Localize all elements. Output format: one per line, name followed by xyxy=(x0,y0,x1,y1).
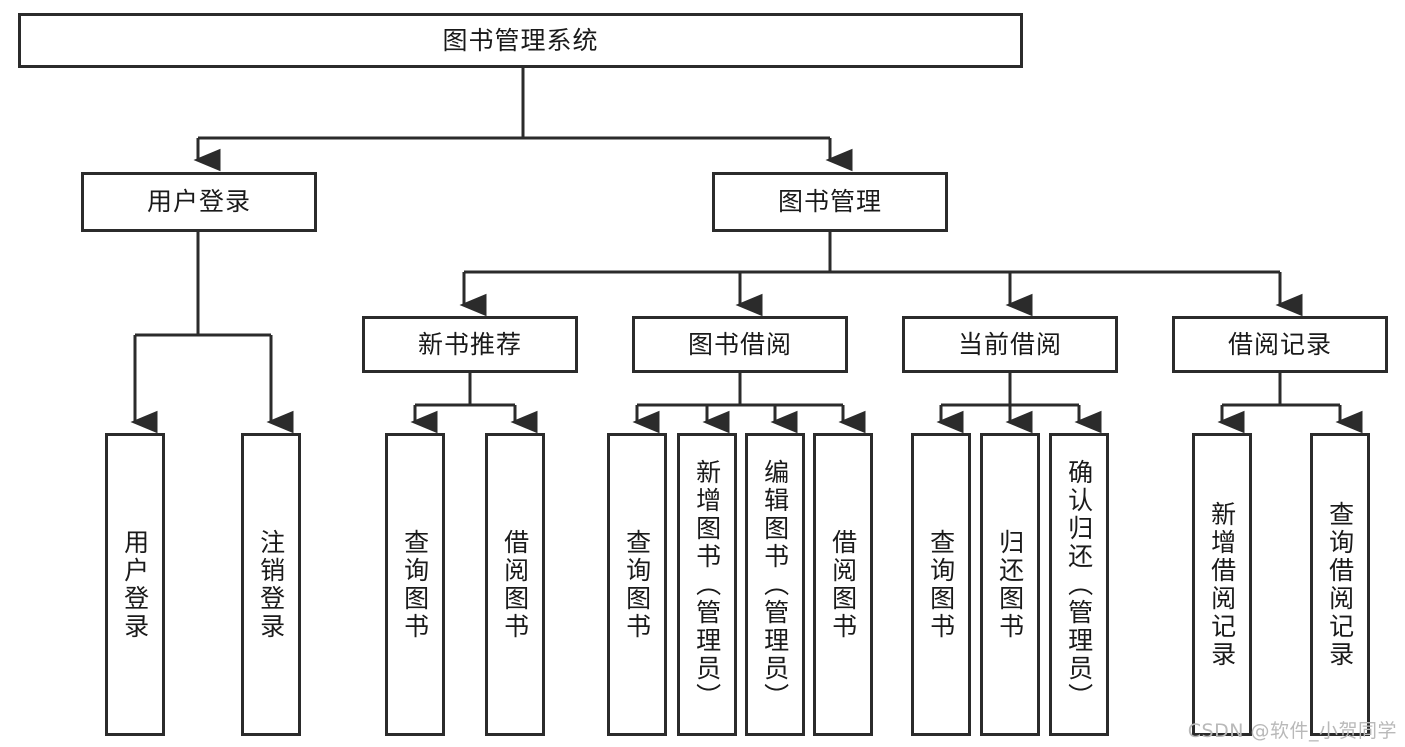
node-root[interactable]: 图书管理系统 xyxy=(18,13,1023,68)
watermark: CSDN @软件_小贺同学 xyxy=(1187,720,1397,742)
node-leaf-query-book-1[interactable]: 查询图书 xyxy=(385,433,445,736)
node-book-manage[interactable]: 图书管理 xyxy=(712,172,948,232)
node-leaf-add-book[interactable]: 新增图书（管理员） xyxy=(677,433,737,736)
node-leaf-return-book-label: 归还图书 xyxy=(995,528,1025,641)
node-new-book-recommend[interactable]: 新书推荐 xyxy=(362,316,578,373)
node-borrow-record[interactable]: 借阅记录 xyxy=(1172,316,1388,373)
node-leaf-return-book[interactable]: 归还图书 xyxy=(980,433,1040,736)
node-leaf-user-login[interactable]: 用户登录 xyxy=(105,433,165,736)
node-leaf-query-book-2-label: 查询图书 xyxy=(622,528,652,641)
node-leaf-query-book-1-label: 查询图书 xyxy=(400,528,430,641)
node-leaf-query-book-3-label: 查询图书 xyxy=(926,528,956,641)
node-user-login[interactable]: 用户登录 xyxy=(81,172,317,232)
node-new-book-recommend-label: 新书推荐 xyxy=(417,329,522,359)
node-root-label: 图书管理系统 xyxy=(442,25,599,55)
node-leaf-borrow-book-2[interactable]: 借阅图书 xyxy=(813,433,873,736)
node-book-manage-label: 图书管理 xyxy=(777,187,882,216)
node-leaf-logout-login[interactable]: 注销登录 xyxy=(241,433,301,736)
node-current-borrow-label: 当前借阅 xyxy=(957,329,1062,359)
node-book-borrow-label: 图书借阅 xyxy=(687,329,792,359)
node-leaf-borrow-book-2-label: 借阅图书 xyxy=(828,528,858,641)
node-leaf-query-book-3[interactable]: 查询图书 xyxy=(911,433,971,736)
node-leaf-user-login-label: 用户登录 xyxy=(120,528,150,641)
node-leaf-confirm-return-label: 确认归还（管理员） xyxy=(1064,458,1094,711)
node-borrow-record-label: 借阅记录 xyxy=(1227,329,1332,359)
node-leaf-edit-book[interactable]: 编辑图书（管理员） xyxy=(745,433,805,736)
node-book-borrow[interactable]: 图书借阅 xyxy=(632,316,848,373)
node-leaf-query-record[interactable]: 查询借阅记录 xyxy=(1310,433,1370,736)
node-leaf-add-book-label: 新增图书（管理员） xyxy=(692,458,722,711)
node-leaf-borrow-book-1[interactable]: 借阅图书 xyxy=(485,433,545,736)
node-leaf-query-record-label: 查询借阅记录 xyxy=(1325,500,1355,669)
node-user-login-label: 用户登录 xyxy=(146,187,251,216)
node-leaf-logout-login-label: 注销登录 xyxy=(256,528,286,641)
node-leaf-borrow-book-1-label: 借阅图书 xyxy=(500,528,530,641)
node-leaf-edit-book-label: 编辑图书（管理员） xyxy=(760,458,790,711)
node-current-borrow[interactable]: 当前借阅 xyxy=(902,316,1118,373)
node-leaf-add-record-label: 新增借阅记录 xyxy=(1207,500,1237,669)
node-leaf-confirm-return[interactable]: 确认归还（管理员） xyxy=(1049,433,1109,736)
node-leaf-query-book-2[interactable]: 查询图书 xyxy=(607,433,667,736)
node-leaf-add-record[interactable]: 新增借阅记录 xyxy=(1192,433,1252,736)
